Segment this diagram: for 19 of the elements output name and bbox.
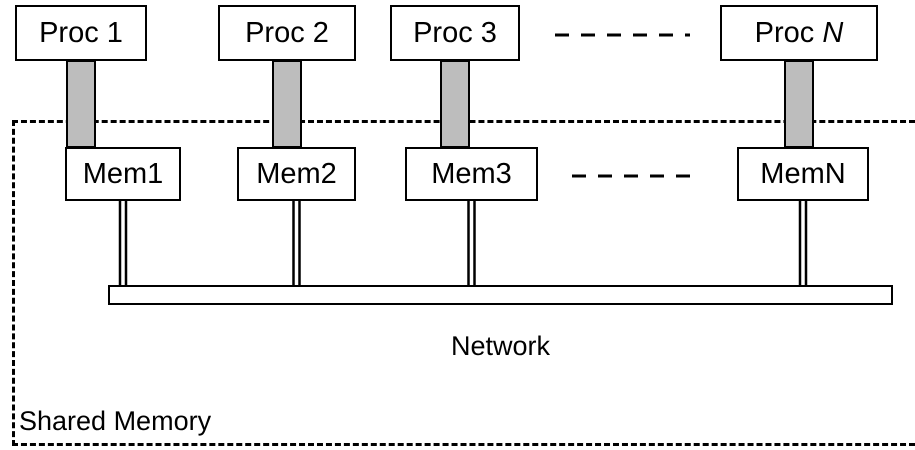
double-line-connector [467, 200, 476, 286]
connector-bar [784, 60, 814, 148]
memory-box: Mem2 [237, 147, 356, 201]
processor-box: Proc N [720, 5, 878, 61]
bus-label: Network [450, 331, 550, 362]
connector-bar [272, 60, 302, 148]
connector-bar [66, 60, 96, 148]
memory-box: Mem3 [405, 147, 538, 201]
double-line-connector [798, 200, 808, 286]
memory-box: MemN [737, 147, 869, 201]
double-line-connector [118, 200, 128, 286]
memory-box: Mem1 [65, 147, 181, 201]
region-label: Shared Memory [19, 406, 212, 437]
processor-box: Proc 1 [15, 5, 147, 61]
processor-box: Proc 3 [390, 5, 520, 61]
processor-box: Proc 2 [218, 5, 356, 61]
shared-memory-region [12, 120, 915, 446]
double-line-connector [292, 200, 301, 286]
connector-bar [440, 60, 470, 148]
